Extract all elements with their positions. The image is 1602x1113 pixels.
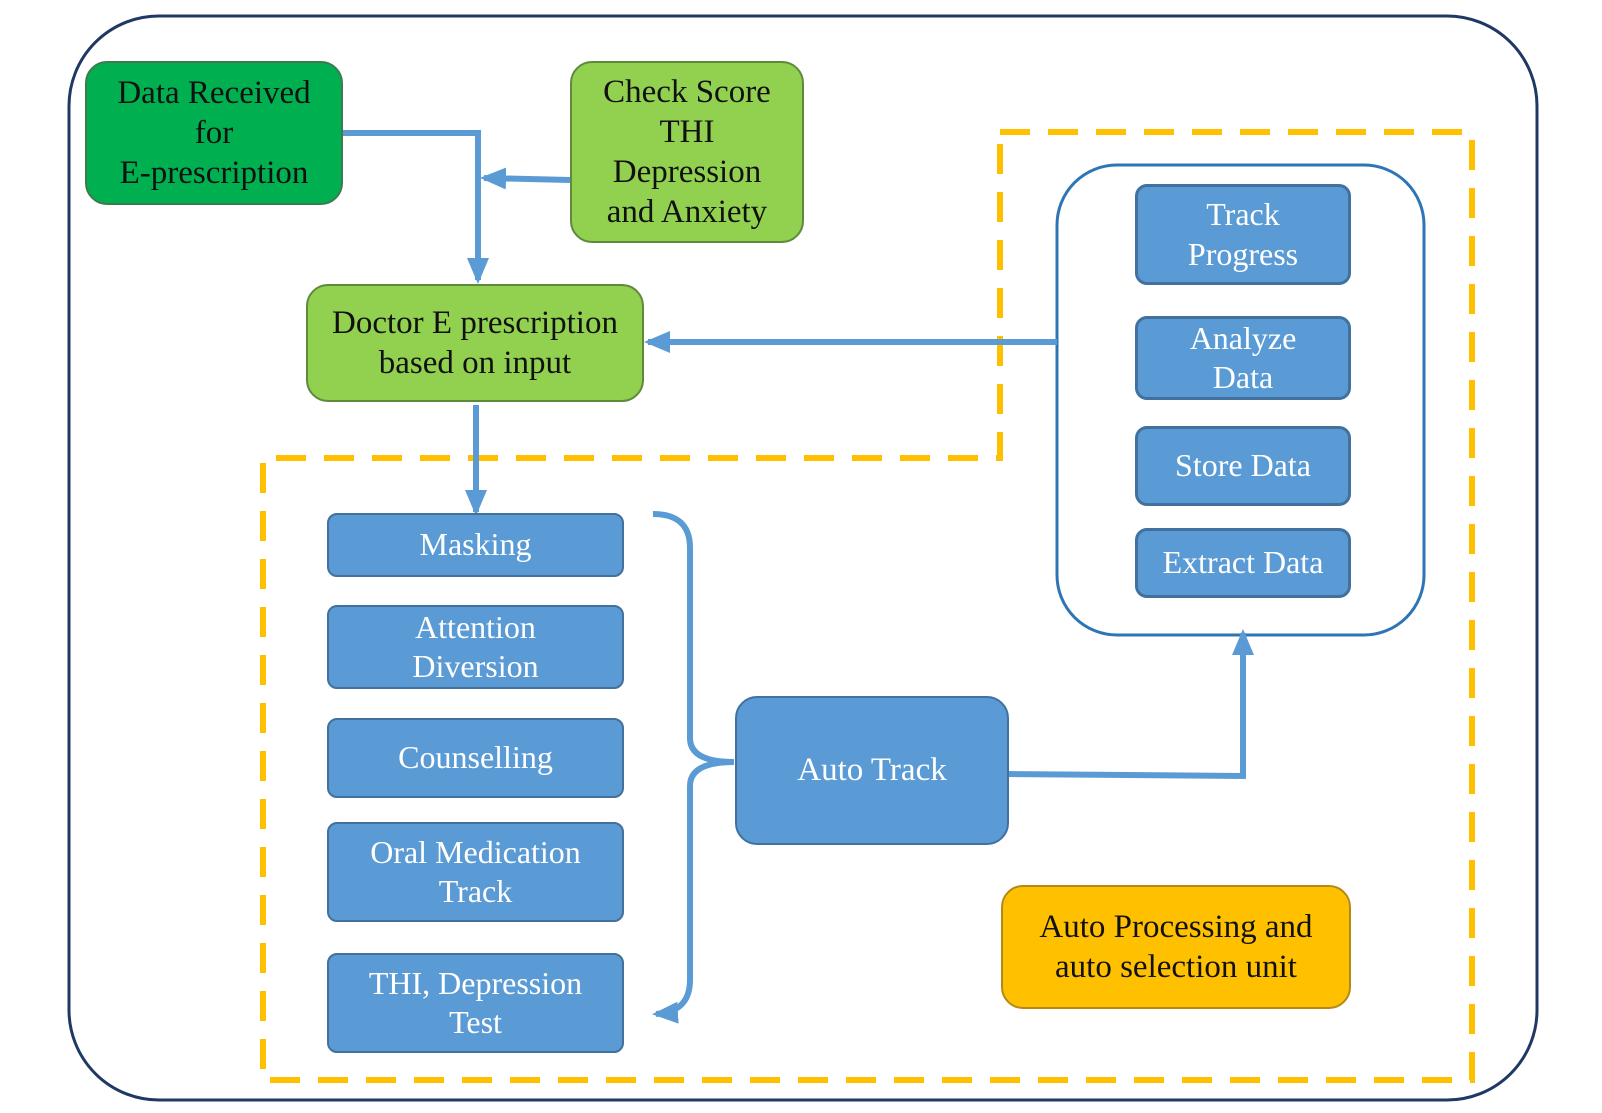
masking-box: Masking <box>327 513 624 577</box>
attention-diversion-box: Attention Diversion <box>327 605 624 689</box>
outer-frame <box>67 14 1539 1102</box>
auto-processing-unit-label: Auto Processing and auto selection unit <box>1001 885 1351 1009</box>
brace-treatments-to-auto-track <box>652 511 735 1024</box>
data-received-box: Data Received for E-prescription <box>85 61 343 205</box>
auto-processing-dashed-boundary <box>260 129 1475 1083</box>
extract-data-box: Extract Data <box>1135 528 1351 598</box>
arrow-auto-track-to-panel <box>1007 629 1254 780</box>
track-progress-box: Track Progress <box>1135 184 1351 285</box>
check-score-box: Check Score THI Depression and Anxiety <box>570 61 804 243</box>
counselling-box: Counselling <box>327 718 624 798</box>
doctor-prescription-box: Doctor E prescription based on input <box>306 284 644 402</box>
thi-depression-test-box: THI, Depression Test <box>327 953 624 1053</box>
oral-medication-box: Oral Medication Track <box>327 822 624 922</box>
store-data-box: Store Data <box>1135 426 1351 506</box>
analyze-data-box: Analyze Data <box>1135 316 1351 400</box>
arrow-data-received-to-doctor <box>342 130 489 284</box>
auto-track-box: Auto Track <box>735 696 1009 845</box>
arrow-check-score-to-line <box>480 167 571 190</box>
